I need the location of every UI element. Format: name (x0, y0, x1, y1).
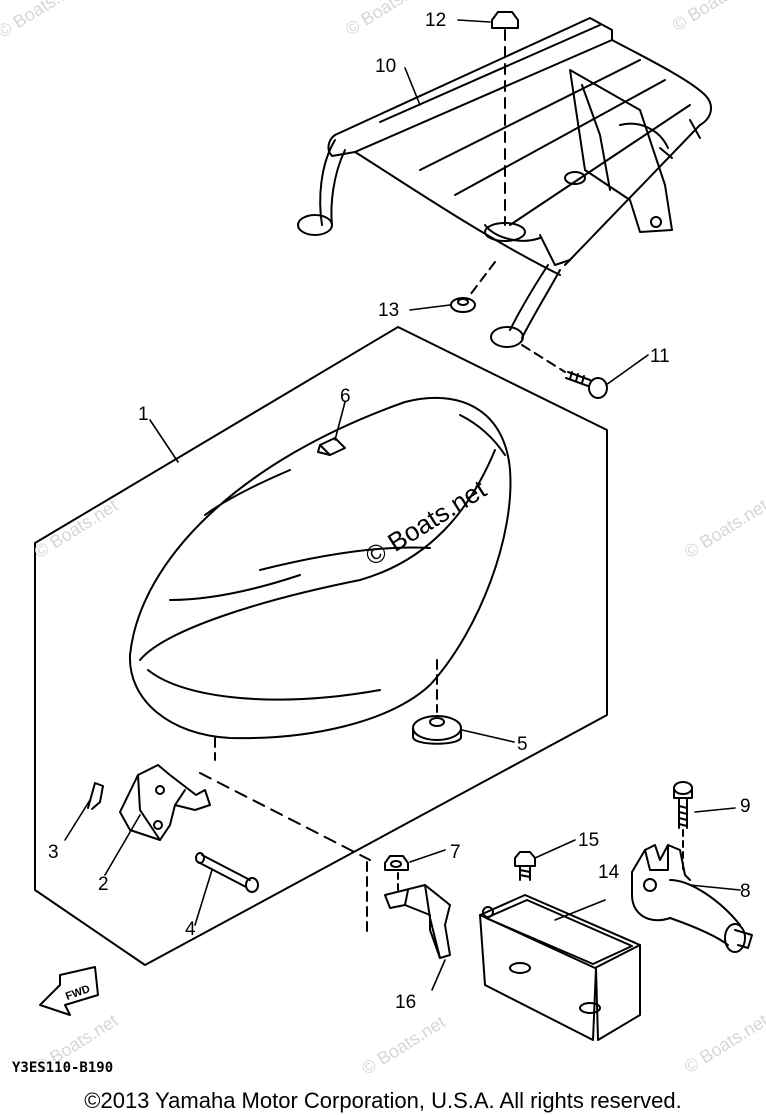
copyright-notice: ©2013 Yamaha Motor Corporation, U.S.A. A… (84, 1088, 682, 1113)
part-11-bolt (565, 371, 608, 399)
watermark-faint: © Boats.net (342, 0, 433, 39)
part-15-bolt (514, 851, 536, 881)
part-5-damper (412, 715, 462, 745)
callout-2: 2 (98, 874, 109, 895)
callout-14: 14 (598, 862, 620, 883)
callout-16: 16 (395, 992, 416, 1013)
part-9-bolt (673, 781, 693, 829)
callout-8: 8 (740, 881, 751, 902)
watermark-faint: © Boats.net (358, 1012, 449, 1079)
part-7-nut (384, 855, 409, 871)
part-13-grommet (450, 297, 476, 313)
part-3-clip (87, 782, 104, 810)
part-4-pin (195, 852, 259, 893)
callout-7: 7 (450, 842, 461, 863)
leader-lines (64, 19, 741, 991)
part-12-nut (491, 11, 519, 29)
callout-13: 13 (378, 300, 399, 321)
watermark-faint: © Boats.net (681, 495, 766, 562)
fwd-arrow-icon (39, 966, 99, 1016)
watermark-faint: © Boats.net (31, 495, 122, 562)
part-1-seat (128, 397, 512, 740)
callout-9: 9 (740, 796, 751, 817)
callout-10: 10 (375, 56, 396, 77)
watermark-faint: © Boats.net (0, 0, 85, 42)
callout-6: 6 (340, 386, 351, 407)
watermark-center: © Boats.net (360, 474, 492, 572)
fwd-label: FWD (64, 983, 92, 1003)
callout-1: 1 (138, 404, 149, 425)
part-2-hinge (119, 764, 211, 841)
watermark-faint: © Boats.net (669, 0, 760, 35)
part-8-lock (631, 844, 753, 953)
callout-12: 12 (425, 10, 446, 31)
part-6-clip (317, 437, 346, 456)
callout-4: 4 (185, 919, 196, 940)
part-16-latch (384, 884, 451, 959)
part-14-storage-box (479, 894, 641, 1041)
assembly-outline (34, 326, 608, 966)
callout-5: 5 (517, 734, 528, 755)
watermark-faint: © Boats.net (681, 1010, 766, 1077)
diagram-code: Y3ES110-B190 (12, 1060, 113, 1076)
parts-diagram: 12 10 13 11 1 6 5 9 15 7 3 2 14 8 4 16 F… (0, 0, 766, 1079)
callout-15: 15 (578, 830, 599, 851)
callout-3: 3 (48, 842, 59, 863)
callout-11: 11 (650, 346, 670, 367)
part-10-carrier-rack (297, 17, 712, 348)
